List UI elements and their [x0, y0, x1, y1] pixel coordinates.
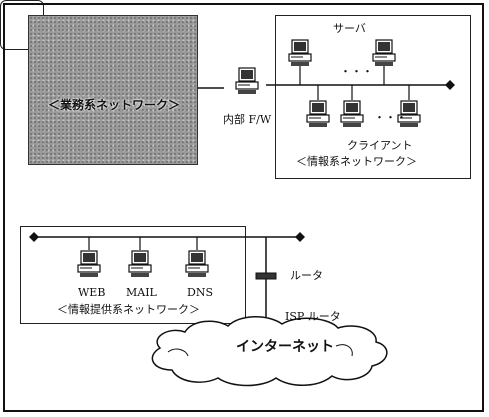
internet-label: インターネット	[236, 339, 334, 355]
web-label: WEB	[78, 286, 106, 299]
router-label: ルータ	[290, 269, 323, 282]
info-backbone-terminator	[445, 80, 455, 90]
public-backbone-right-terminator	[295, 232, 305, 242]
client-label: クライアント	[347, 139, 413, 152]
dns-server-computer-icon	[185, 250, 209, 278]
server-computer-icon	[288, 39, 312, 67]
mail-label: MAIL	[126, 286, 157, 299]
router-device	[255, 272, 277, 280]
firewall-label: 内部 F/W	[223, 113, 272, 126]
mail-server-computer-icon	[128, 250, 152, 278]
dns-label: DNS	[187, 286, 213, 299]
isp-router-label: ISP ルータ	[285, 310, 341, 323]
client-computer-icon	[306, 100, 330, 128]
business-network-label: ＜業務系ネットワーク＞	[47, 98, 180, 112]
business-network-block: ＜業務系ネットワーク＞	[28, 15, 198, 165]
client-computer-icon	[340, 100, 364, 128]
info-network-block	[275, 15, 471, 179]
server-ellipsis: ・・・	[340, 65, 373, 78]
web-server-computer-icon	[77, 250, 101, 278]
server-label: サーバ	[333, 22, 366, 35]
figure-frame	[3, 3, 484, 412]
server-computer-icon	[372, 39, 396, 67]
client-ellipsis: ・・・	[374, 111, 407, 124]
public-network-label: ＜情報提供系ネットワーク＞	[57, 303, 200, 316]
firewall-computer-icon	[235, 67, 259, 95]
internet-cloud	[151, 316, 388, 387]
info-network-label: ＜情報系ネットワーク＞	[296, 155, 417, 168]
public-backbone-left-terminator	[29, 232, 39, 242]
